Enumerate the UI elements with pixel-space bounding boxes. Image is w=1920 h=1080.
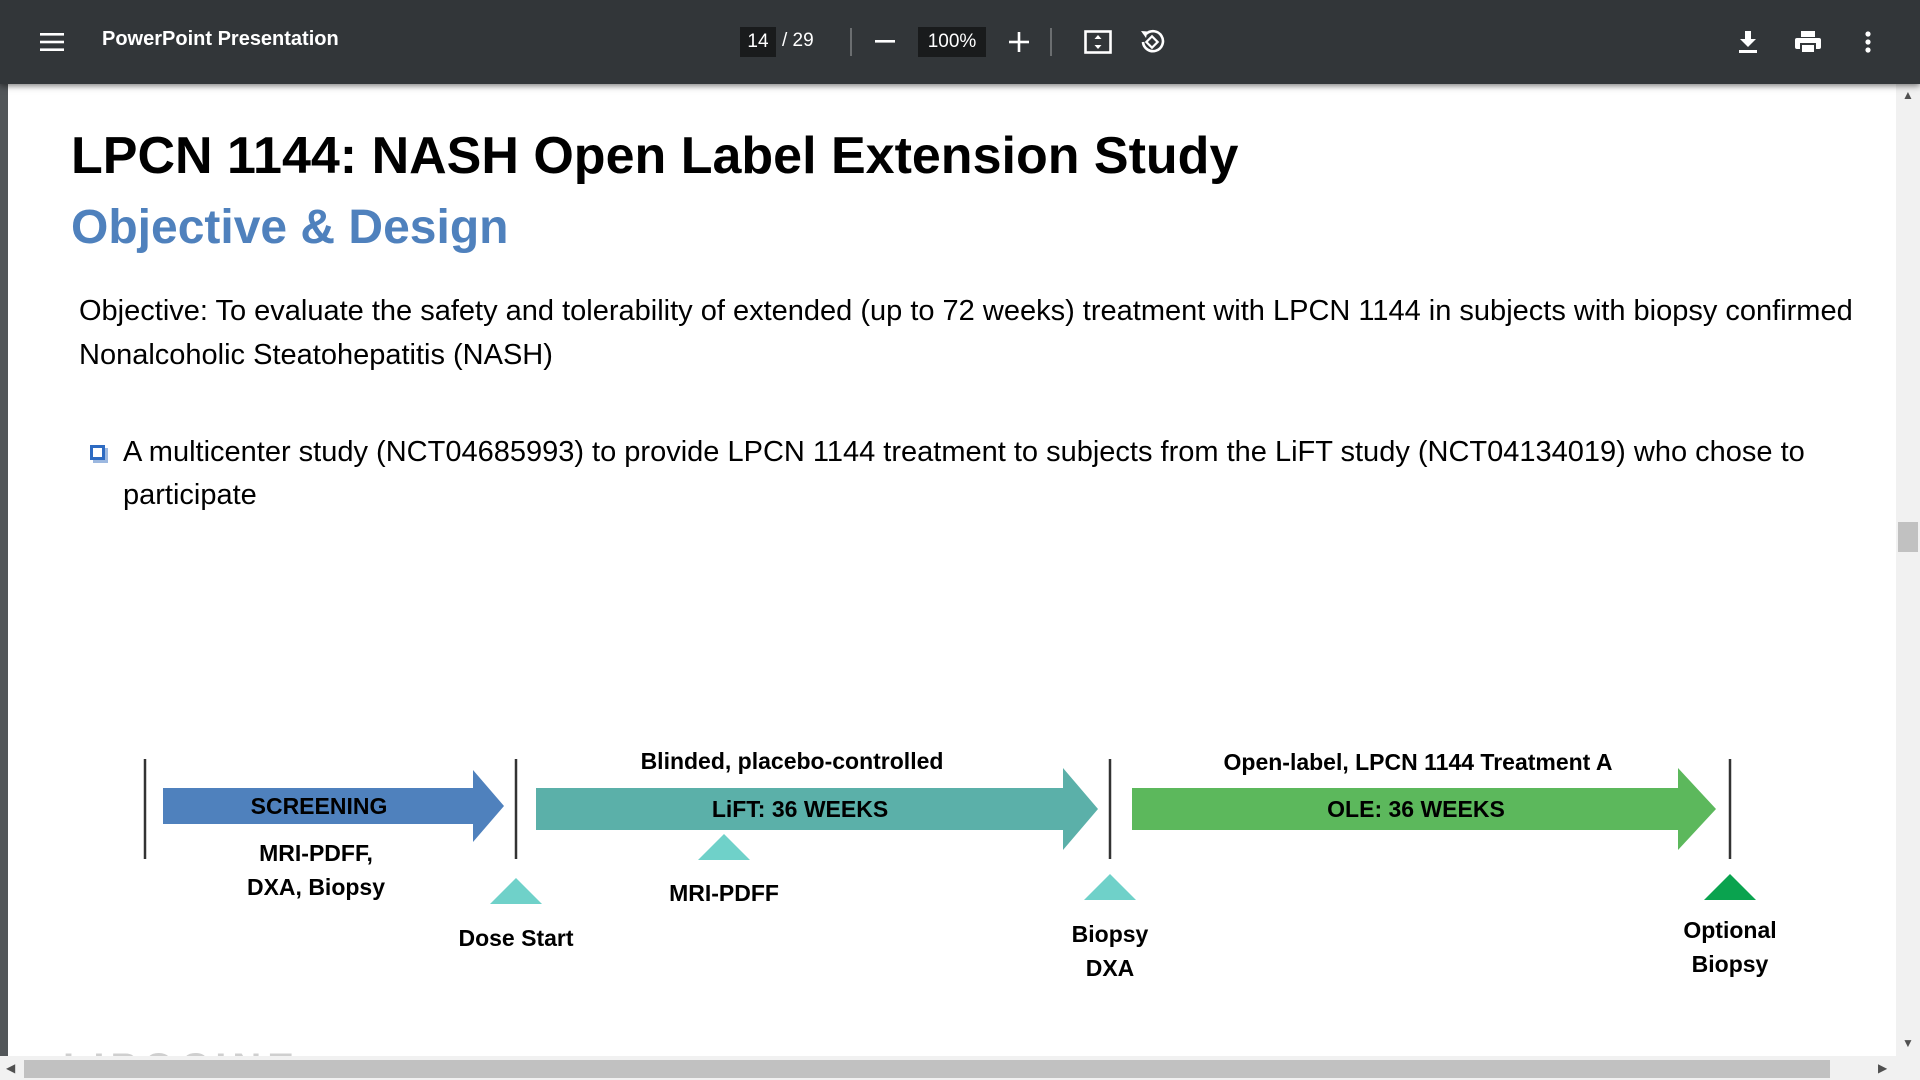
document-title: PowerPoint Presentation [102, 28, 339, 50]
optional-biopsy-line2: Biopsy [1691, 951, 1769, 977]
ole-label: OLE: 36 WEEKS [1327, 796, 1505, 822]
zoom-out-button[interactable] [868, 24, 902, 60]
menu-button[interactable] [34, 24, 70, 60]
page-total: / 29 [782, 30, 814, 51]
rotate-icon [1141, 29, 1165, 53]
lift-header: Blinded, placebo-controlled [640, 748, 944, 774]
checkbox-bullet-icon [90, 445, 105, 460]
study-timeline-diagram [143, 759, 1756, 904]
slide-title: LPCN 1144: NASH Open Label Extension Stu… [71, 127, 1239, 185]
download-icon [1739, 31, 1757, 53]
dose-start-marker [490, 878, 542, 904]
download-button[interactable] [1730, 24, 1766, 60]
screening-note-line1: MRI-PDFF, [259, 840, 373, 866]
zoom-in-icon [1009, 32, 1029, 52]
ole-arrow [1132, 768, 1716, 850]
bullet-text: A multicenter study (NCT04685993) to pro… [123, 436, 1805, 511]
toolbar-separator [1050, 28, 1052, 56]
menu-icon [40, 33, 64, 51]
page-number-input[interactable]: 14 [740, 27, 776, 57]
optional-biopsy-marker [1704, 874, 1756, 900]
scroll-left-arrow-icon[interactable]: ◀ [6, 1061, 16, 1075]
slide-page: LPCN 1144: NASH Open Label Extension Stu… [8, 84, 1896, 1056]
mri-pdff-label: MRI-PDFF [669, 880, 779, 906]
screening-note-line2: DXA, Biopsy [246, 874, 386, 900]
footer-logo: LIPOCINE [63, 1046, 300, 1056]
zoom-in-button[interactable] [1002, 24, 1036, 60]
screening-arrow [163, 770, 504, 842]
biopsy-label-line2: DXA [1085, 955, 1135, 981]
scroll-right-arrow-icon[interactable]: ▶ [1878, 1061, 1888, 1075]
more-vert-icon [1865, 31, 1871, 53]
dose-start-label: Dose Start [458, 925, 574, 951]
toolbar-separator [850, 28, 852, 56]
ole-header: Open-label, LPCN 1144 Treatment A [1223, 749, 1613, 775]
zoom-out-icon [875, 40, 895, 43]
fit-page-button[interactable] [1080, 24, 1116, 60]
horizontal-scroll-thumb[interactable] [24, 1060, 1830, 1078]
scroll-up-arrow-icon[interactable]: ▲ [1902, 88, 1914, 102]
vertical-scroll-thumb[interactable] [1898, 522, 1918, 552]
objective-text: Objective: To evaluate the safety and to… [79, 295, 1853, 371]
biopsy-marker [1084, 874, 1136, 900]
fit-page-icon [1084, 30, 1112, 54]
vertical-scrollbar[interactable] [1896, 84, 1920, 1056]
rotate-button[interactable] [1134, 24, 1170, 60]
pdf-viewer[interactable]: LPCN 1144: NASH Open Label Extension Stu… [0, 84, 1920, 1080]
lift-label: LiFT: 36 WEEKS [711, 796, 889, 822]
print-icon [1795, 31, 1821, 54]
print-button[interactable] [1790, 24, 1826, 60]
slide-subtitle: Objective & Design [71, 201, 509, 254]
optional-biopsy-line1: Optional [1683, 917, 1777, 943]
pdf-toolbar: PowerPoint Presentation 14 / 29 100% [0, 0, 1920, 84]
biopsy-label-line1: Biopsy [1071, 921, 1149, 947]
scroll-down-arrow-icon[interactable]: ▼ [1902, 1036, 1914, 1050]
screening-label: SCREENING [250, 793, 388, 819]
zoom-level-input[interactable]: 100% [918, 27, 986, 57]
mri-pdff-marker [698, 834, 750, 860]
lift-arrow [536, 768, 1098, 850]
more-options-button[interactable] [1850, 24, 1886, 60]
